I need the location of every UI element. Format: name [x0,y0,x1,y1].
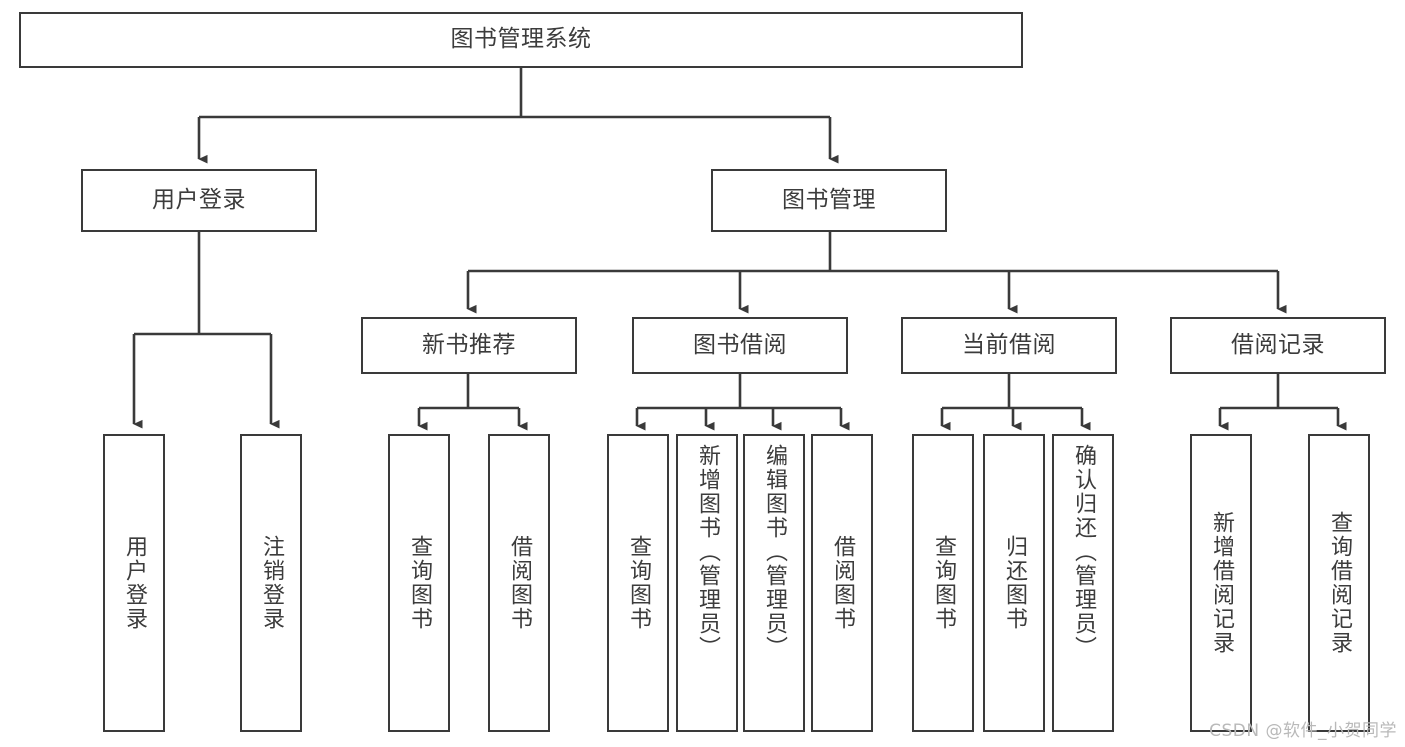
node-label: 注销登录 [259,535,284,631]
node-user-login[interactable]: 用户登录 [81,169,317,232]
node-label: 查询图书 [407,535,432,631]
node-label: 查询图书 [931,535,956,631]
node-label: 编辑图书（管理员） [762,444,787,660]
node-book-management[interactable]: 图书管理 [711,169,947,232]
node-label: 查询图书 [626,535,651,631]
node-label: 新书推荐 [422,331,516,358]
leaf-add-book-admin[interactable]: 新增图书（管理员） [676,434,738,732]
node-label: 归还图书 [1002,535,1027,631]
node-label: 借阅记录 [1231,331,1325,358]
node-borrow-record[interactable]: 借阅记录 [1170,317,1386,374]
node-label: 查询借阅记录 [1327,511,1352,655]
leaf-return-books[interactable]: 归还图书 [983,434,1045,732]
leaf-query-books-borrow[interactable]: 查询图书 [607,434,669,732]
leaf-query-books-new-book[interactable]: 查询图书 [388,434,450,732]
leaf-user-login[interactable]: 用户登录 [103,434,165,732]
leaf-query-borrow-record[interactable]: 查询借阅记录 [1308,434,1370,732]
node-label: 用户登录 [122,535,147,631]
leaf-edit-book-admin[interactable]: 编辑图书（管理员） [743,434,805,732]
leaf-confirm-return-admin[interactable]: 确认归还（管理员） [1052,434,1114,732]
leaf-borrow-books-new-book[interactable]: 借阅图书 [488,434,550,732]
node-label: 确认归还（管理员） [1071,444,1096,660]
leaf-borrow-books[interactable]: 借阅图书 [811,434,873,732]
node-root-book-management-system[interactable]: 图书管理系统 [19,12,1023,68]
node-current-borrow[interactable]: 当前借阅 [901,317,1117,374]
leaf-add-borrow-record[interactable]: 新增借阅记录 [1190,434,1252,732]
node-label: 新增图书（管理员） [695,444,720,660]
node-label: 图书借阅 [693,331,787,358]
node-label: 图书管理 [782,186,876,213]
leaf-logout[interactable]: 注销登录 [240,434,302,732]
node-new-book-recommend[interactable]: 新书推荐 [361,317,577,374]
node-label: 用户登录 [152,186,246,213]
node-book-borrow[interactable]: 图书借阅 [632,317,848,374]
node-label: 借阅图书 [830,535,855,631]
node-label: 新增借阅记录 [1209,511,1234,655]
node-label: 当前借阅 [962,331,1056,358]
csdn-watermark: CSDN @软件_小贺同学 [1209,721,1397,741]
node-label: 借阅图书 [507,535,532,631]
node-label: 图书管理系统 [450,26,592,53]
leaf-query-books-current[interactable]: 查询图书 [912,434,974,732]
